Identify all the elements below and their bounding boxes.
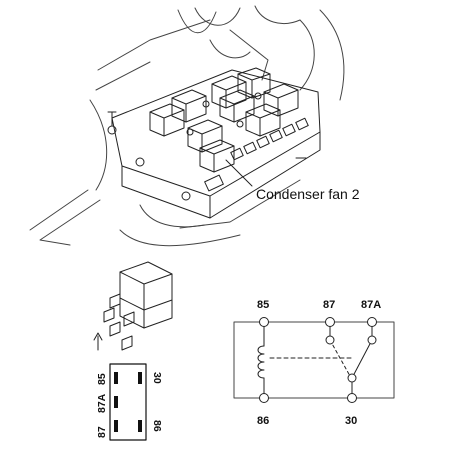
- coil-icon: [257, 345, 265, 379]
- relay-perspective-view: [93, 261, 173, 351]
- pin-label-30: 30: [151, 372, 163, 384]
- relay-pinout-view: 87 87A 85 30 86: [96, 363, 163, 441]
- schematic-frame: [233, 321, 395, 399]
- schematic-terminal-nodes: [259, 317, 377, 403]
- pin-label-87a: 87A: [96, 393, 108, 413]
- pinout-right-labels: 30 86: [151, 372, 163, 432]
- relay-group: [149, 67, 299, 173]
- callout-leader-line: [225, 159, 253, 187]
- pin-label-86: 86: [151, 420, 163, 432]
- rotate-arrow-icon: [93, 332, 103, 351]
- relay-circuit-schematic: 85 87 87A 86 30: [233, 299, 395, 427]
- relay-box-housing: [111, 69, 321, 219]
- bolt-fasteners: [107, 92, 262, 201]
- schematic-top-labels: 85 87 87A: [257, 299, 381, 311]
- terminal-label-87a: 87A: [361, 299, 381, 311]
- pin-label-85: 85: [96, 373, 108, 385]
- pinout-terminal-slots: [114, 372, 142, 432]
- schematic-bottom-labels: 86 30: [257, 415, 357, 427]
- fuse-relay-box-illustration: Condenser fan 2: [29, 5, 360, 247]
- pin-label-87: 87: [96, 426, 108, 438]
- terminal-label-85: 85: [257, 299, 269, 311]
- terminal-label-30: 30: [345, 415, 357, 427]
- engine-bay-background: [29, 5, 345, 247]
- terminal-label-87: 87: [323, 299, 335, 311]
- switch-arm: [351, 339, 373, 379]
- relay-blade-pins: [103, 293, 135, 351]
- callout-label: Condenser fan 2: [256, 186, 360, 202]
- mini-fuse-row: [204, 117, 309, 192]
- terminal-label-86: 86: [257, 415, 269, 427]
- pinout-left-labels: 87 87A 85: [96, 373, 108, 438]
